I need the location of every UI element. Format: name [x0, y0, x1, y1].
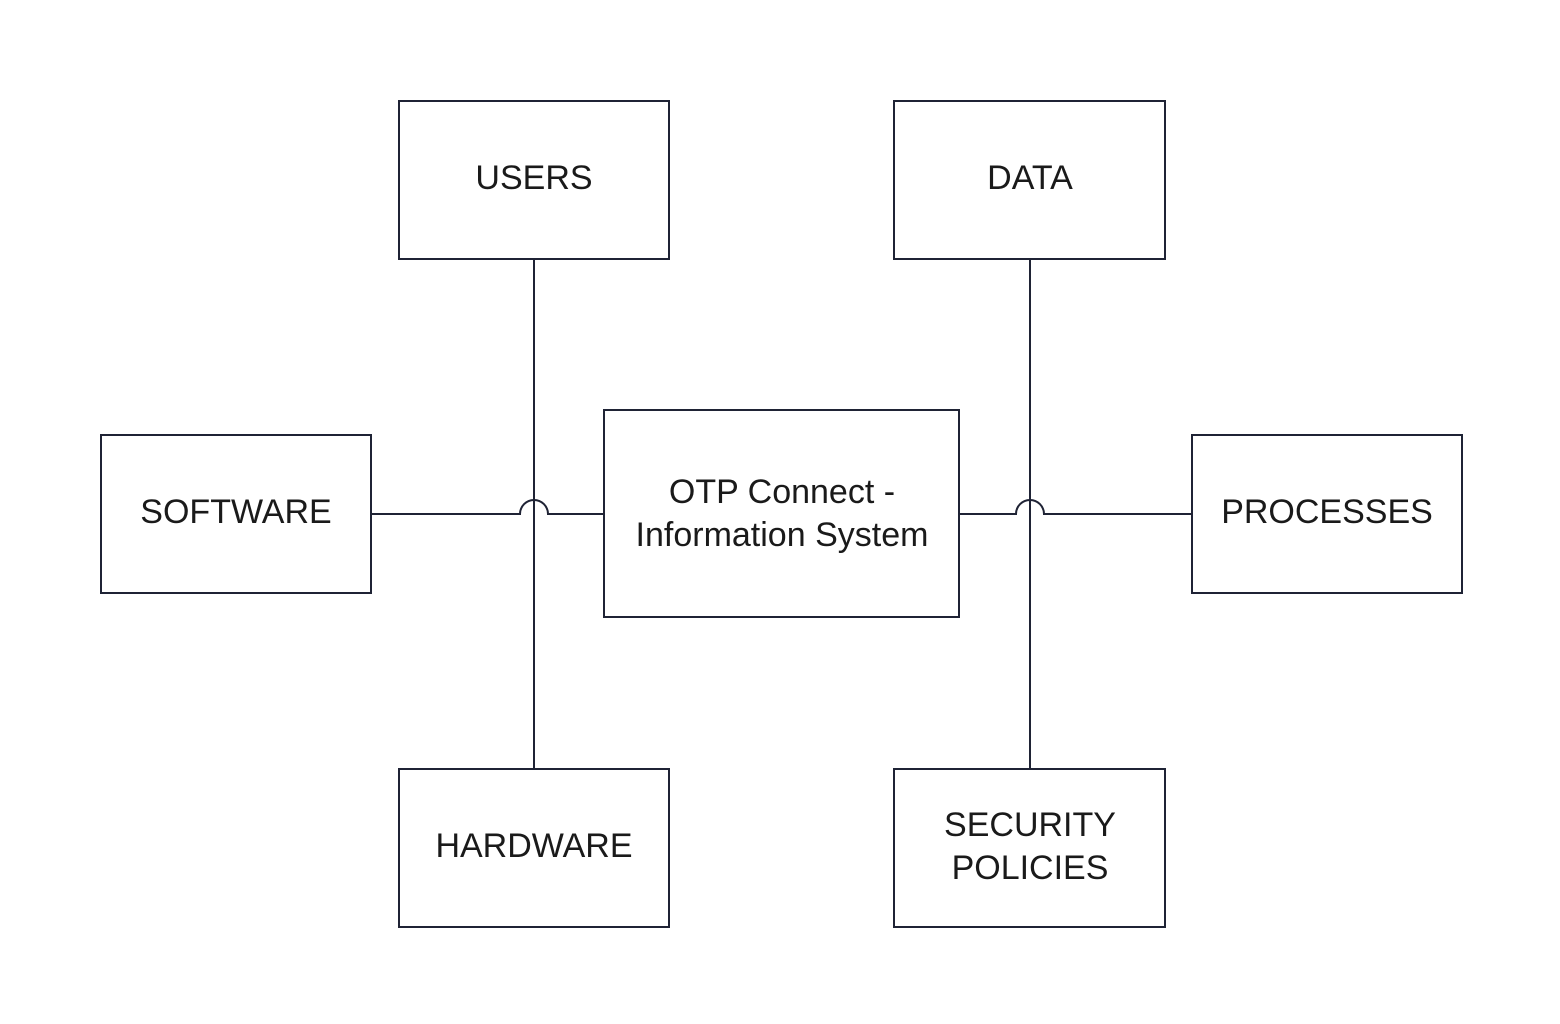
- node-processes: PROCESSES: [1191, 434, 1463, 594]
- node-security-label-line1: SECURITY: [944, 806, 1116, 844]
- node-processes-box: [1191, 434, 1463, 594]
- node-security-box: [893, 768, 1166, 928]
- node-software-box: [100, 434, 372, 594]
- node-hardware-box: [398, 768, 670, 928]
- node-center-label-line2: Information System: [636, 516, 929, 554]
- node-software-label: SOFTWARE: [140, 493, 331, 531]
- node-data-box: [893, 100, 1166, 260]
- node-hardware-label: HARDWARE: [435, 827, 632, 865]
- connectors: [371, 259, 1192, 769]
- node-data-label: DATA: [987, 159, 1073, 197]
- node-security-label-line2: POLICIES: [952, 849, 1109, 887]
- node-users: USERS: [398, 100, 670, 260]
- connector-software-center: [371, 499, 604, 515]
- node-hardware: HARDWARE: [398, 768, 670, 928]
- node-center-box: [603, 409, 960, 618]
- node-users-box: [398, 100, 670, 260]
- node-data: DATA: [893, 100, 1166, 260]
- node-security-policies: SECURITY POLICIES: [893, 768, 1166, 928]
- node-processes-label: PROCESSES: [1221, 493, 1433, 531]
- connector-center-processes: [959, 499, 1192, 515]
- node-center-label-line1: OTP Connect -: [669, 473, 895, 511]
- node-center: OTP Connect - Information System: [603, 409, 960, 618]
- node-software: SOFTWARE: [100, 434, 372, 594]
- node-users-label: USERS: [475, 159, 592, 197]
